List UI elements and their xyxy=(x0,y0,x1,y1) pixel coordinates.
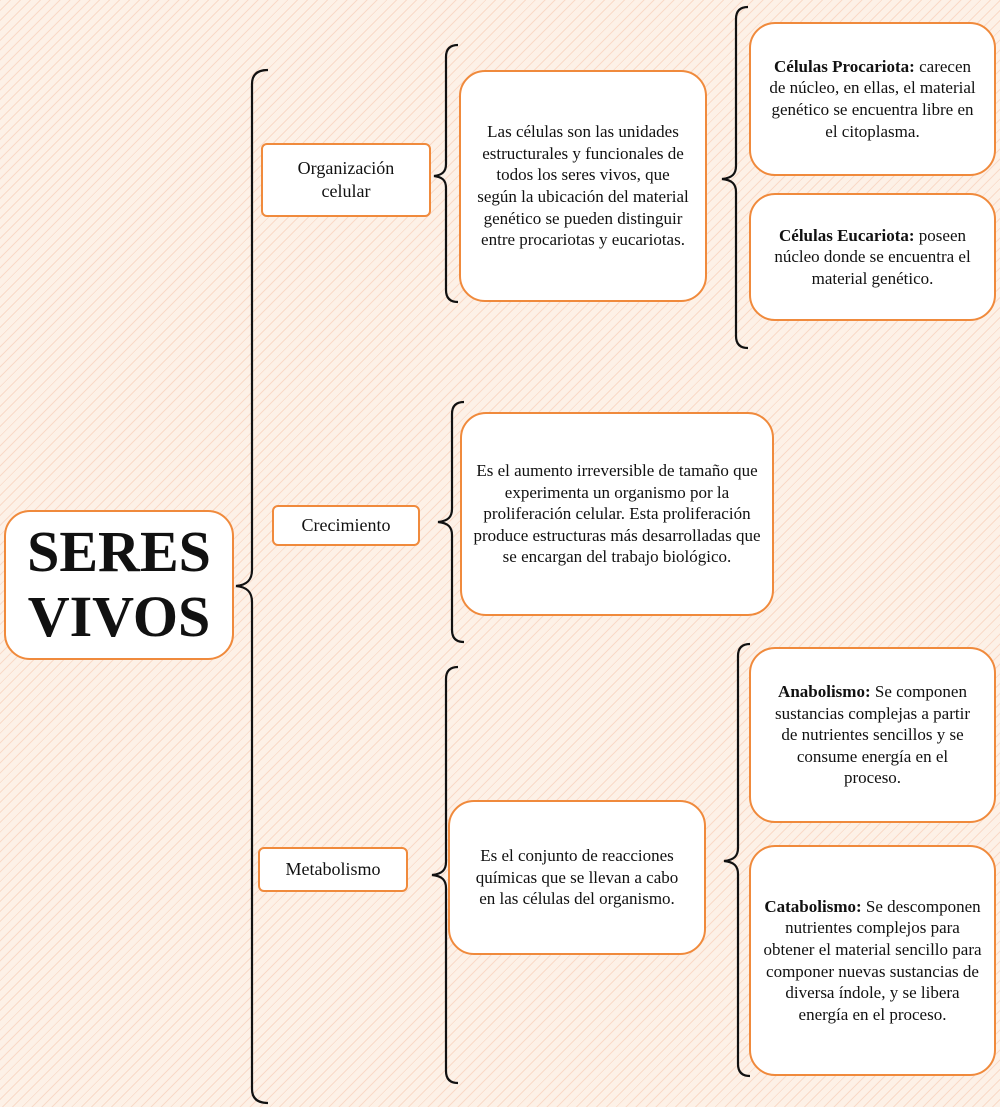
subitem-heading: Células Procariota: xyxy=(774,56,915,76)
main-title-line2: VIVOS xyxy=(27,584,211,649)
organizacion-bracket xyxy=(433,43,459,304)
description-crecimiento: Es el aumento irreversible de tamaño que… xyxy=(460,412,774,616)
description-text: Es el aumento irreversible de tamaño que… xyxy=(473,461,761,567)
celulas-bracket xyxy=(721,5,749,350)
branch-label-line2: celular xyxy=(321,181,371,201)
branch-label-crecimiento: Crecimiento xyxy=(272,505,420,546)
description-text: Las células son las unidades estructural… xyxy=(477,122,689,250)
subitem-procariota: Células Procariota: carecen de núcleo, e… xyxy=(749,22,996,176)
branch-label-organizacion: Organización celular xyxy=(261,143,431,217)
subitem-text: Se descomponen nutrientes complejos para… xyxy=(763,896,982,1024)
subitem-text: Se componen sustancias complejas a parti… xyxy=(775,682,970,788)
subitem-heading: Anabolismo: xyxy=(778,682,871,702)
branch-label-metabolismo: Metabolismo xyxy=(258,847,408,892)
metabolismo-bracket xyxy=(431,665,459,1085)
subitem-heading: Catabolismo: xyxy=(764,896,862,916)
subitem-anabolismo: Anabolismo: Se componen sustancias compl… xyxy=(749,647,996,823)
branch-label-text: Metabolismo xyxy=(285,859,381,880)
crecimiento-bracket xyxy=(437,400,465,644)
subitem-text: carecen de núcleo, en ellas, el material… xyxy=(769,56,976,141)
main-title-box: SERES VIVOS xyxy=(4,510,234,660)
main-bracket xyxy=(235,68,269,1105)
anabolismo-catabolismo-bracket xyxy=(723,642,751,1078)
description-organizacion: Las células son las unidades estructural… xyxy=(459,70,707,302)
description-text: Es el conjunto de reacciones químicas qu… xyxy=(475,846,679,909)
subitem-eucariota: Células Eucariota: poseen núcleo donde s… xyxy=(749,193,996,321)
subitem-catabolismo: Catabolismo: Se descomponen nutrientes c… xyxy=(749,845,996,1076)
subitem-heading: Células Eucariota: xyxy=(779,225,915,245)
branch-label-line1: Organización xyxy=(297,158,395,179)
main-title-line1: SERES xyxy=(27,519,211,585)
description-metabolismo: Es el conjunto de reacciones químicas qu… xyxy=(448,800,706,955)
subitem-text: poseen núcleo donde se encuentra el mate… xyxy=(774,225,971,288)
branch-label-text: Crecimiento xyxy=(301,515,391,536)
